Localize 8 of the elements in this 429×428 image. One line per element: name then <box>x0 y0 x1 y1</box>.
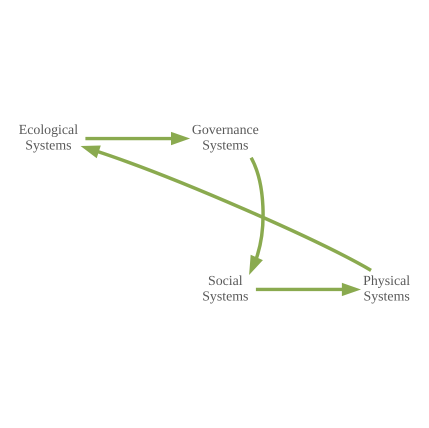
arrow <box>80 145 372 272</box>
arrow <box>249 156 265 275</box>
node-text: Social Systems <box>202 274 248 305</box>
node-text: Ecological Systems <box>18 123 78 154</box>
arrow <box>256 282 361 296</box>
node-text: Physical Systems <box>363 274 410 305</box>
arrow <box>85 132 190 146</box>
node-text: Governance Systems <box>192 123 259 154</box>
